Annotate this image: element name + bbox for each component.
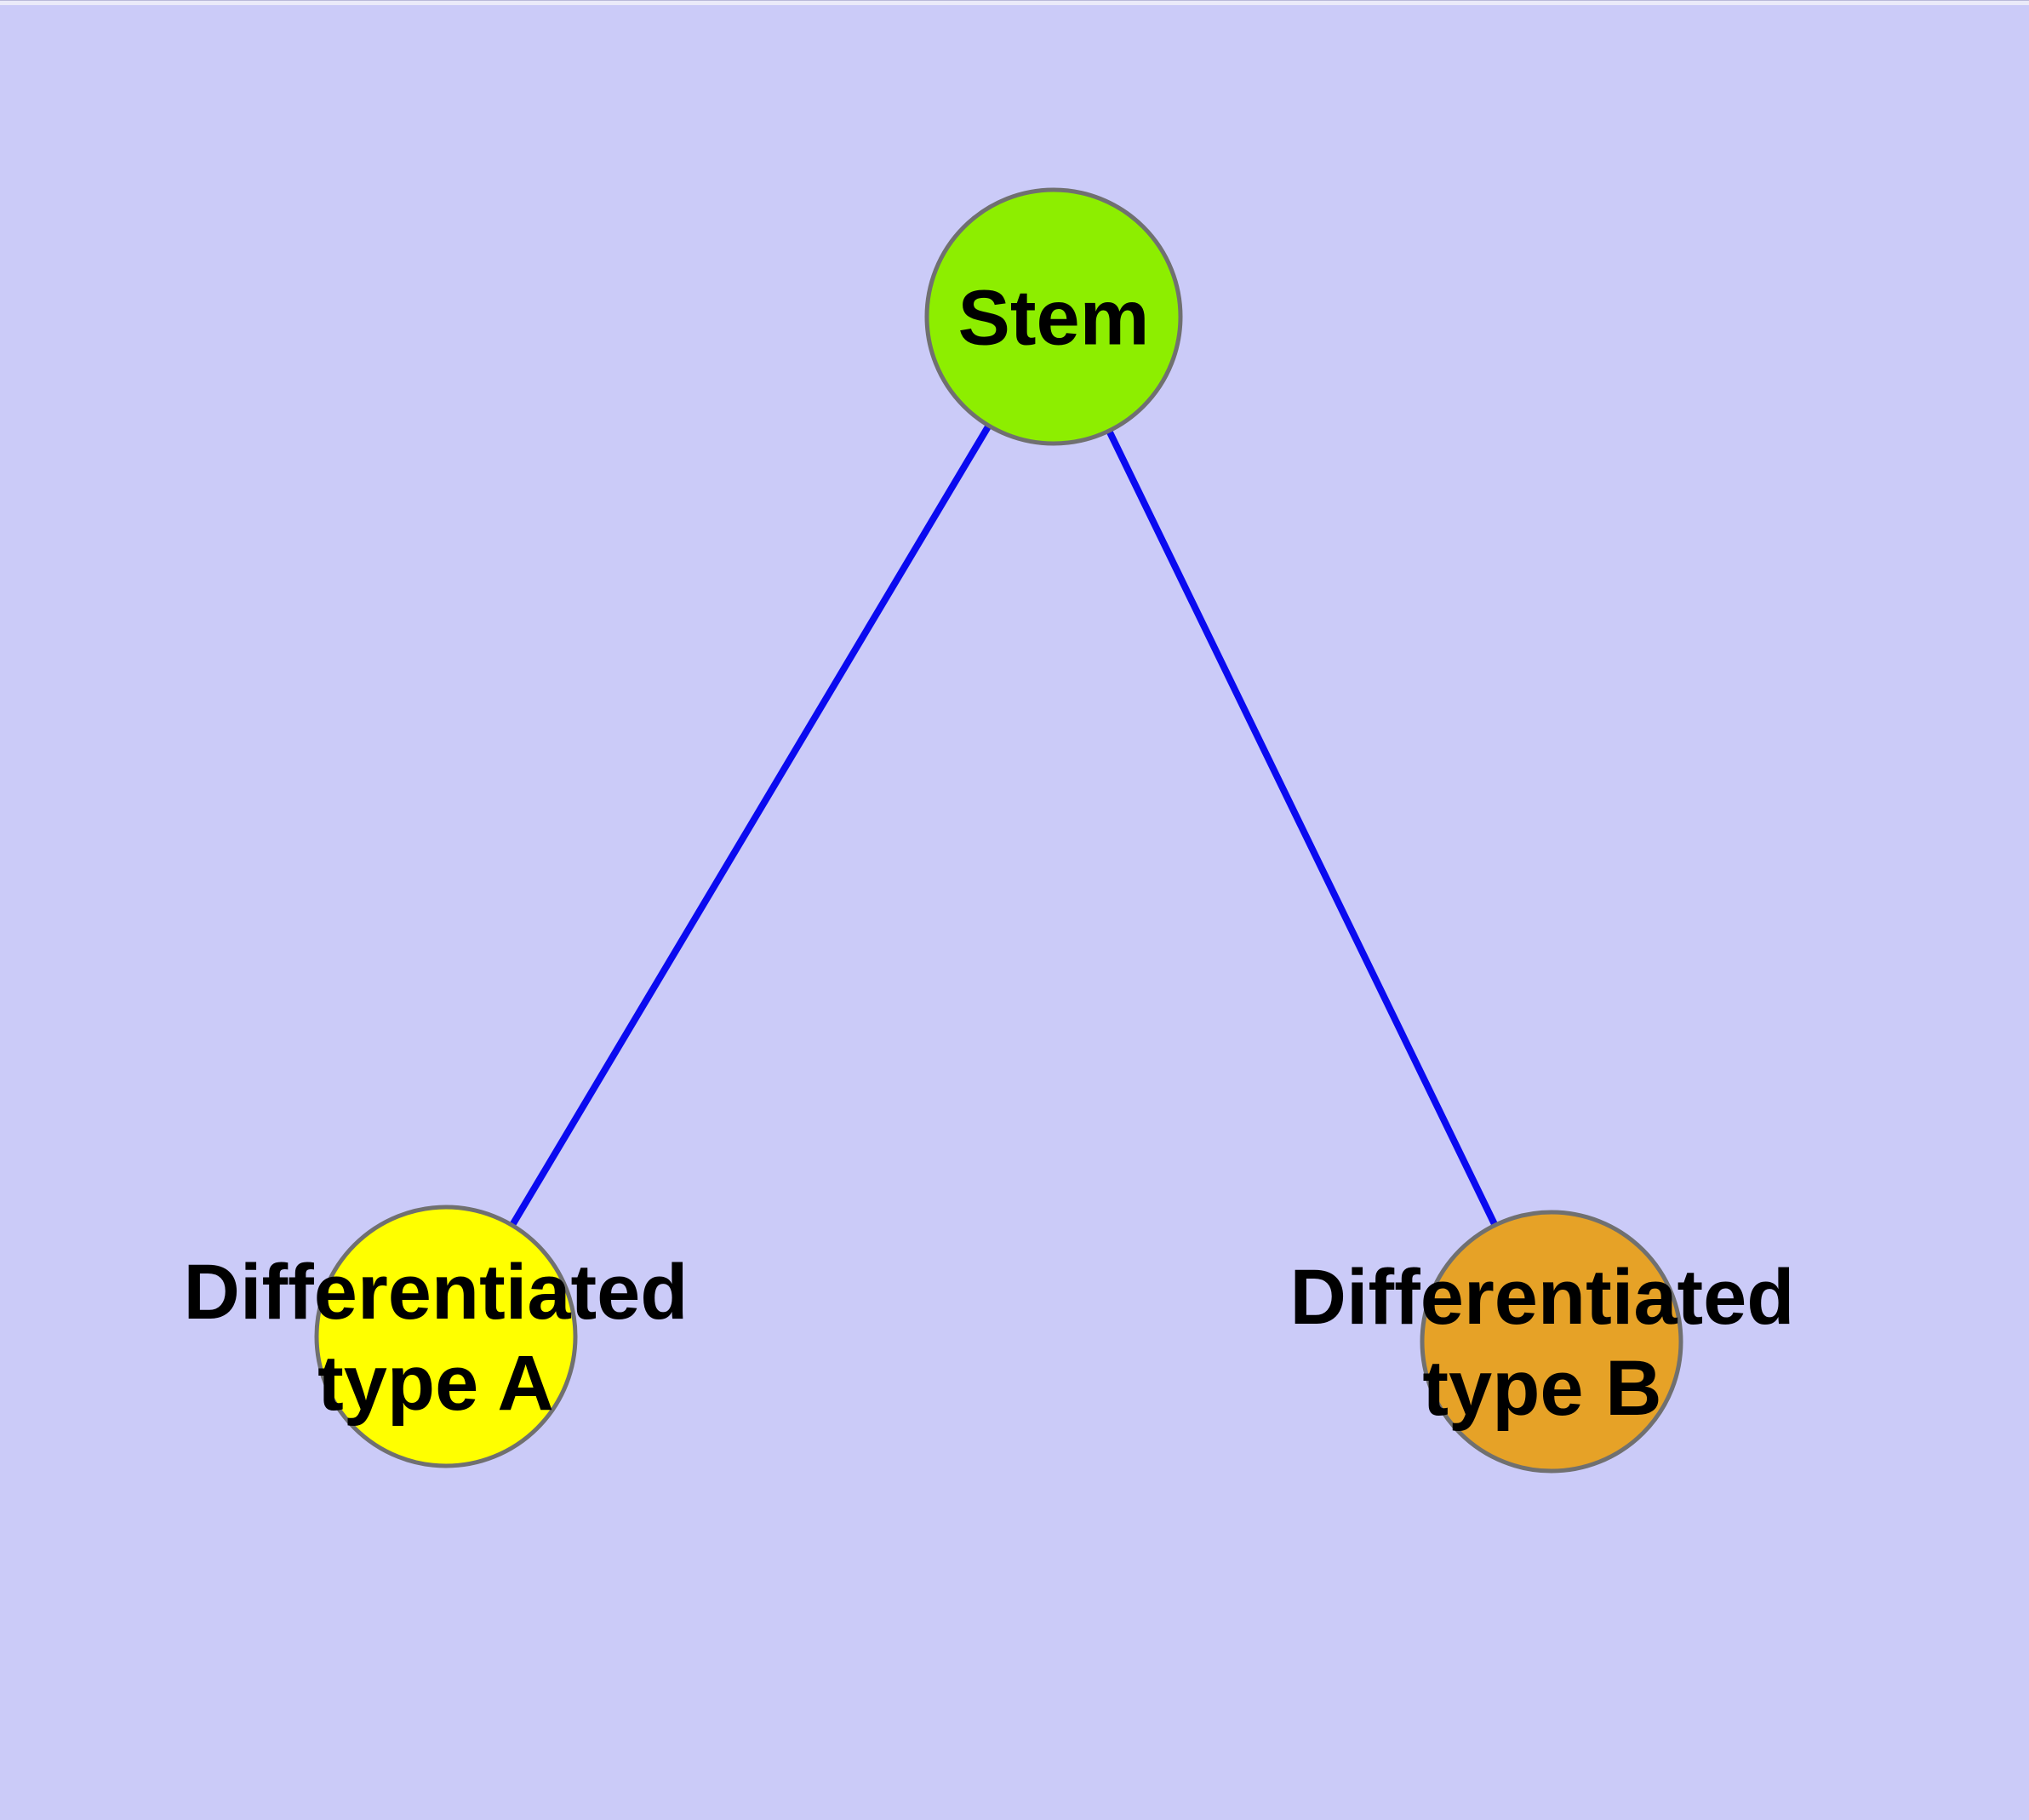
node-label-stem: Stem <box>957 274 1150 362</box>
edge-stem-to-type-b <box>1050 315 1555 1343</box>
node-differentiated-type-b <box>1420 1210 1683 1474</box>
top-margin-strip <box>0 0 2029 5</box>
edge-stem-to-type-a <box>443 314 1057 1339</box>
node-label-differentiated-type-b: Differentiated type B <box>1289 1254 1795 1432</box>
node-stem <box>924 187 1183 446</box>
node-differentiated-type-a <box>314 1205 578 1468</box>
node-label-differentiated-type-a: Differentiated type A <box>183 1249 689 1427</box>
